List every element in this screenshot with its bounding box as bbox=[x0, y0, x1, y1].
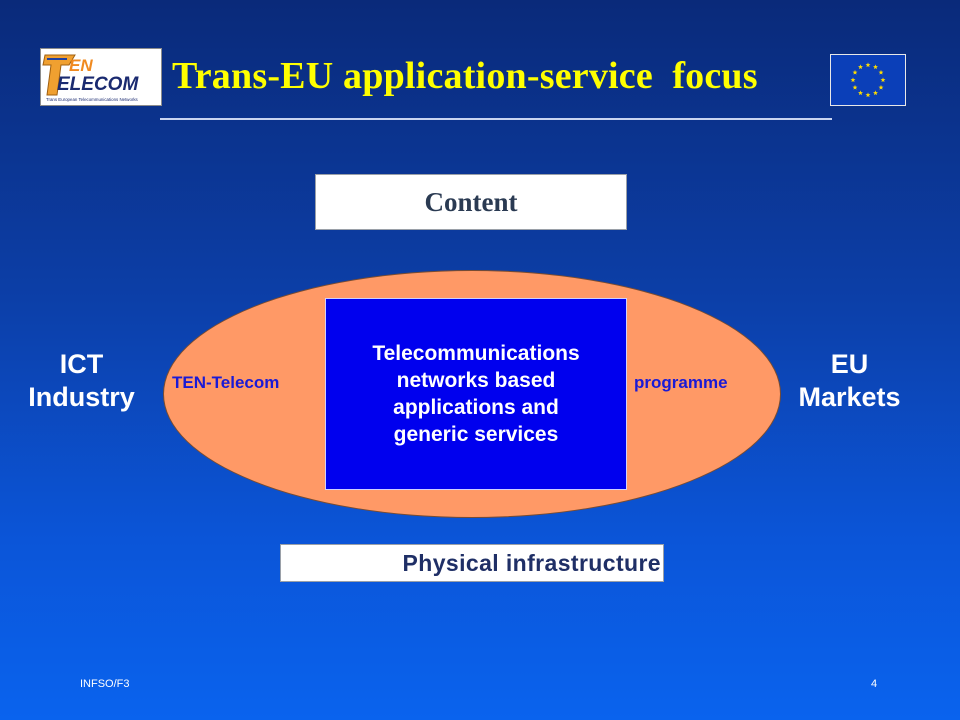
eu-flag-star-icon bbox=[880, 77, 886, 83]
center-line-4: generic services bbox=[393, 423, 559, 446]
logo-line-2: ELECOM bbox=[57, 74, 139, 95]
ict-label-line-2: Industry bbox=[28, 382, 135, 412]
eu-flag-star-icon bbox=[852, 84, 858, 90]
eu-flag-star-icon bbox=[850, 77, 856, 83]
physical-infrastructure-box: Physical infrastructure bbox=[280, 544, 664, 582]
ten-telecom-logo-graphic: EN ELECOM Trans European Telecommunicati… bbox=[42, 54, 139, 102]
eu-label-line-2: Markets bbox=[798, 382, 901, 412]
center-line-2: networks based bbox=[396, 369, 556, 392]
ict-label-line-1: ICT bbox=[59, 349, 104, 379]
eu-markets-label: EU Markets bbox=[782, 348, 917, 414]
eu-label-line-1: EU bbox=[830, 349, 869, 379]
logo-tagline: Trans European Telecommunications Networ… bbox=[46, 97, 139, 102]
eu-flag-star-icon bbox=[865, 62, 871, 68]
title-underline bbox=[160, 118, 832, 120]
eu-flag-star-icon bbox=[873, 90, 878, 96]
eu-flag-star-icon bbox=[852, 69, 858, 75]
physical-infrastructure-label: Physical infrastructure bbox=[402, 549, 661, 576]
ellipse-right-label: programme bbox=[634, 373, 728, 392]
ten-telecom-logo: EN ELECOM Trans European Telecommunicati… bbox=[40, 48, 162, 106]
telecom-applications-box: Telecommunications networks based applic… bbox=[325, 298, 627, 490]
footer-org-code: INFSO/F3 bbox=[80, 678, 130, 690]
eu-flag-stars bbox=[850, 62, 886, 98]
center-line-3: applications and bbox=[393, 396, 559, 419]
content-label: Content bbox=[424, 186, 518, 217]
ict-industry-label: ICT Industry bbox=[14, 348, 149, 414]
center-line-1: Telecommunications bbox=[372, 342, 580, 365]
logo-line-1: EN bbox=[69, 56, 93, 75]
eu-flag-star-icon bbox=[865, 92, 871, 98]
eu-flag-star-icon bbox=[858, 64, 863, 70]
content-box: Content bbox=[315, 174, 627, 230]
eu-flag-star-icon bbox=[873, 64, 878, 70]
eu-flag-star-icon bbox=[878, 84, 884, 90]
center-box-text: Telecommunications networks based applic… bbox=[372, 340, 579, 448]
slide-number: 4 bbox=[871, 678, 878, 690]
eu-flag-star-icon bbox=[878, 69, 884, 75]
eu-flag-star-icon bbox=[858, 90, 863, 96]
page-title: Trans-EU application-service focus bbox=[172, 55, 758, 97]
eu-flag-icon bbox=[830, 54, 906, 106]
ellipse-left-label: TEN-Telecom bbox=[172, 373, 280, 392]
